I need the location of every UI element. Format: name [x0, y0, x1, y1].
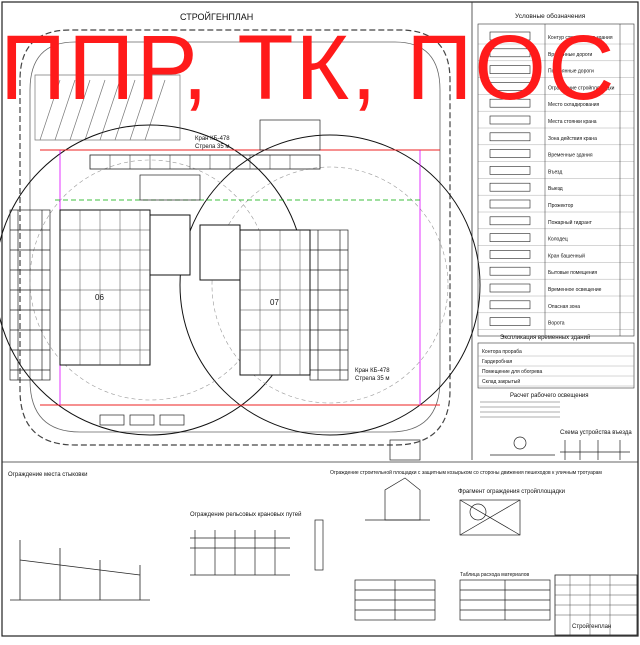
detail-site-title: Ограждение строительной площадки с защит… [330, 469, 602, 476]
legend-symbol [489, 266, 531, 276]
table-buildings-title: Экспликация временных зданий [500, 334, 590, 341]
legend-symbol [489, 233, 531, 242]
legend-symbol [489, 250, 531, 259]
stamp-label: Стройгенплан [572, 623, 611, 630]
legend-symbol [489, 166, 531, 175]
legend-item-label: Места стоянки крана [548, 119, 597, 125]
legend-item-label: Въезд [548, 169, 562, 175]
legend-title: Условные обозначения [515, 12, 586, 20]
building-left-number: 06 [95, 293, 104, 302]
legend-item-label: Постоянные дороги [548, 69, 594, 75]
legend-symbol [489, 132, 531, 142]
legend-symbol [489, 48, 531, 58]
legend-item-label: Опасная зона [548, 304, 580, 310]
legend-symbol [489, 149, 531, 158]
legend-symbol [489, 31, 531, 41]
legend-symbol [489, 283, 531, 293]
legend-item-label: Пожарный гидрант [548, 219, 593, 226]
legend-item-label: Ограждение стройплощадки [548, 84, 615, 91]
building-right-number: 07 [270, 298, 279, 307]
table-buildings-row: Помещение для обогрева [482, 369, 542, 375]
crane-left-boom: Стрела 35 м [195, 144, 230, 150]
legend-symbol [489, 115, 531, 125]
table-buildings-row: Контора прораба [482, 349, 522, 355]
legend-item-label: Место складирования [548, 102, 600, 108]
legend-symbol [489, 82, 531, 91]
legend-item-label: Контур строящегося здания [548, 35, 613, 41]
legend-symbol [489, 199, 531, 209]
legend-item-label: Колодец [548, 237, 568, 243]
legend-symbol [489, 98, 531, 108]
detail-rails-title: Ограждение рельсовых крановых путей [190, 511, 301, 518]
legend-symbol [489, 317, 531, 326]
plan-title: СТРОЙГЕНПЛАН [180, 11, 253, 22]
legend-symbol [489, 65, 531, 74]
scheme-title: Схема устройства въезда [560, 429, 632, 436]
legend-item-label: Временные дороги [548, 52, 592, 58]
legend-symbol [489, 300, 531, 310]
legend-item-label: Зона действия крана [548, 135, 597, 142]
detail-fragment-title: Фрагмент ограждения стройплощадки [458, 488, 565, 495]
legend-item-label: Кран башенный [548, 252, 585, 259]
legend-item-label: Временное освещение [548, 287, 602, 293]
legend-symbol [489, 216, 531, 226]
legend-symbol [489, 182, 531, 192]
overlay-title: ППР, ТК, ПОС [0, 17, 617, 119]
legend-item-label: Бытовые помещения [548, 270, 597, 276]
table-small-title: Таблица расхода материалов [460, 572, 529, 578]
table-buildings-row: Гардеробная [482, 359, 513, 365]
calc-title: Расчет рабочего освещения [510, 393, 589, 399]
legend-item-label: Выезд [548, 186, 563, 192]
legend-item-label: Прожектор [548, 203, 573, 209]
crane-right-label: Кран КБ-478 [355, 368, 390, 374]
detail-gate-title: Ограждение места стыковки [8, 472, 87, 478]
table-buildings-row: Склад закрытый [482, 378, 520, 385]
crane-right-boom: Стрела 35 м [355, 376, 390, 382]
legend-item-label: Временные здания [548, 153, 593, 159]
crane-left-label: Кран КБ-478 [195, 136, 230, 142]
legend-item-label: Ворота [548, 321, 565, 327]
